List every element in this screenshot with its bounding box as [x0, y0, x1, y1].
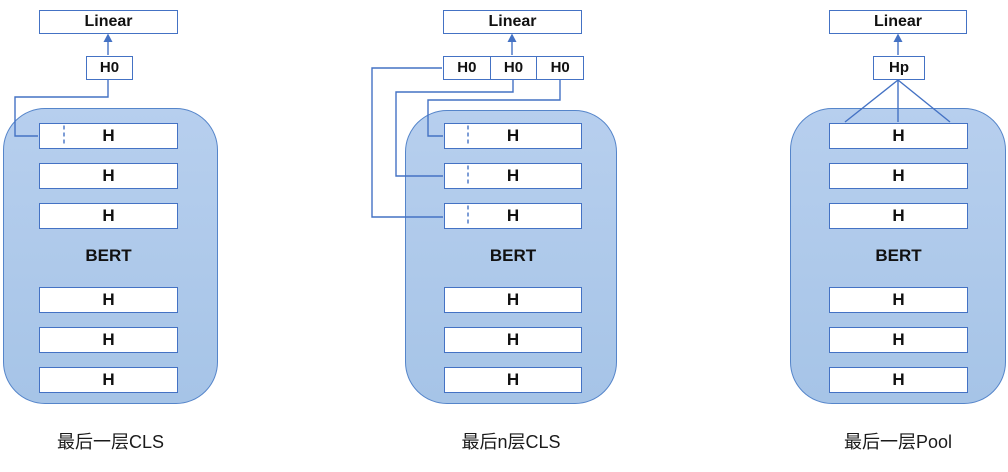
bert-label: BERT: [875, 246, 922, 265]
diagram-caption: 最后一层Pool: [843, 432, 953, 452]
linear-box: Linear: [39, 10, 178, 34]
pooled-hp-box: Hp: [873, 56, 925, 80]
hidden-row: H: [829, 203, 968, 229]
hidden-row: H: [444, 327, 582, 353]
hidden-row: H: [444, 287, 582, 313]
hidden-row: H: [39, 163, 178, 189]
hidden-row: H: [39, 327, 178, 353]
diagram-caption: 最后n层CLS: [461, 432, 561, 452]
bert-container: [3, 108, 218, 404]
cls-h0-box: H0: [536, 57, 583, 79]
cls-h0-group: H0 H0 H0: [443, 56, 584, 80]
diagram-caption: 最后一层CLS: [56, 432, 164, 452]
bert-container: [790, 108, 1006, 404]
hidden-row: H: [444, 203, 582, 229]
bert-label: BERT: [489, 246, 537, 265]
linear-box: Linear: [829, 10, 967, 34]
cls-h0-box: H0: [489, 57, 537, 79]
hidden-row: H: [444, 367, 582, 393]
hidden-row: H: [829, 123, 968, 149]
hidden-row: H: [829, 367, 968, 393]
hidden-row: H: [829, 287, 968, 313]
hidden-row: H: [39, 203, 178, 229]
cls-h0-box: H0: [457, 59, 477, 76]
hidden-row: H: [39, 367, 178, 393]
hidden-row: H: [829, 327, 968, 353]
bert-label: BERT: [85, 246, 132, 265]
cls-h0-box: H0: [86, 56, 133, 80]
hidden-row: H: [39, 287, 178, 313]
hidden-row: H: [829, 163, 968, 189]
